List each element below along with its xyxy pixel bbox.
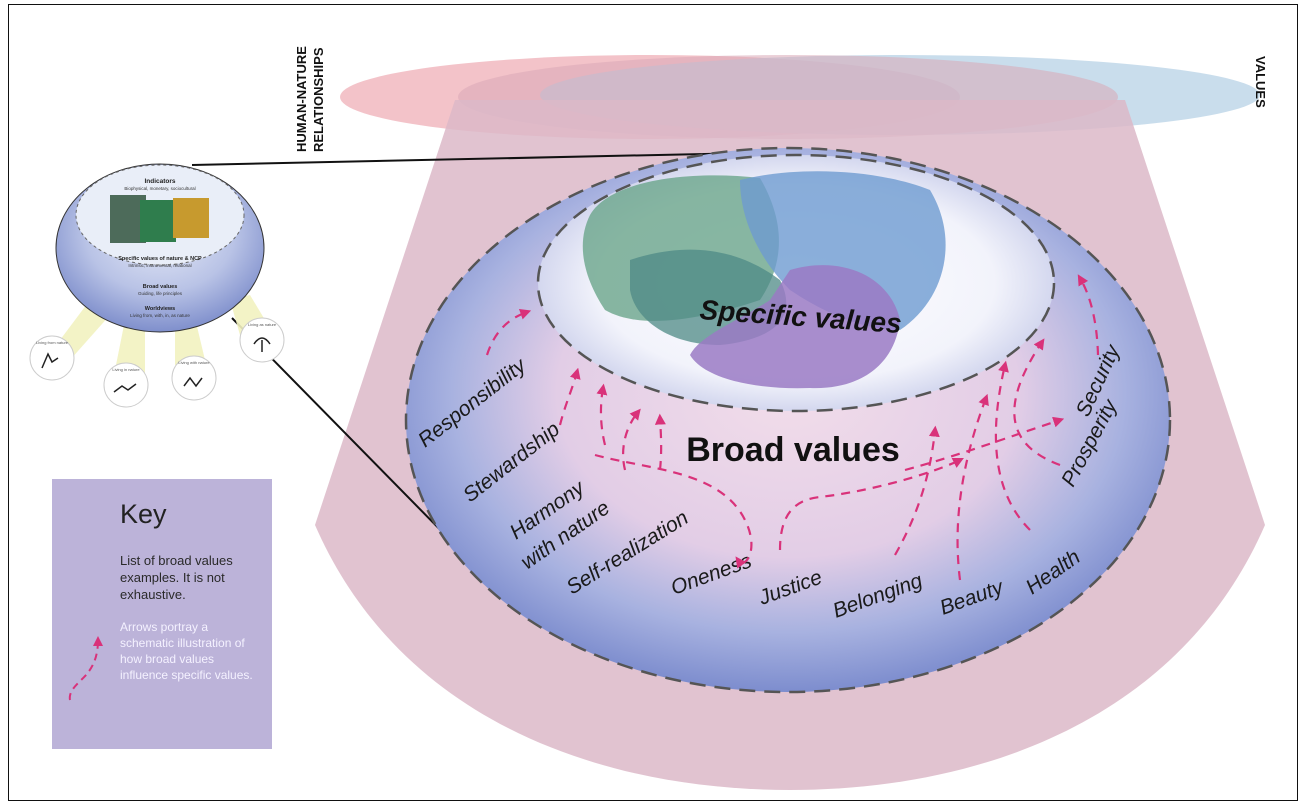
arrow-cross [904,416,1065,472]
human-nature-label-1: HUMAN-NATURE [294,46,309,152]
inset-indicators-title: Indicators [144,178,175,185]
inset-diagram: Indicators Biophysical, monetary, socioc… [29,163,285,408]
arrow-harmony-2 [621,408,641,471]
arrow-oneness [594,453,753,569]
arrow-health [994,360,1031,531]
inset-photo-map [173,198,209,238]
tree-glyph [253,337,271,352]
arrow-justice [778,458,964,551]
key-text-arrows: Arrows portray a schematic illustration … [120,620,253,682]
arrow-belonging [894,425,940,556]
inset-ray-2 [115,320,145,375]
arrow-responsibility [485,309,532,356]
values-label: VALUES [1253,56,1268,108]
key-text-values: List of broad values examples. It is not… [120,553,233,602]
animals-glyph [113,383,137,393]
inset-broad-sub: Guiding, life principles [138,291,183,296]
living-with-tag: Living with nature [178,360,210,365]
purple-blob [690,265,900,389]
arrow-stewardship [558,367,581,426]
living-as-tag: Living as nature [248,322,277,327]
inset-worldviews-sub: Living from, with, in, as nature [130,313,190,318]
living-with-icon [171,355,217,401]
arrow-harmony [596,383,608,446]
inset-specific-title: Specific values of nature & NCP [118,256,202,262]
connector-line-top [191,151,796,166]
living-from-icon [29,335,75,381]
inset-photo-forest [140,200,176,242]
human-nature-label-2: RELATIONSHIPS [311,47,326,152]
fisher-glyph [41,352,59,369]
inset-broad-title: Broad values [143,284,178,290]
living-in-tag: Living in nature [112,367,140,372]
figure-frame [8,4,1298,801]
living-from-tag: Living from nature [36,340,69,345]
broad-values-title: Broad values [686,431,900,469]
living-in-icon [103,362,149,408]
arrow-self [654,413,666,471]
inset-worldviews-title: Worldviews [145,306,175,312]
house-glyph [183,376,203,388]
influence-arrows [485,274,1100,581]
inset-specific-sub: Intrinsic, instrumental, relational [128,263,191,268]
inset-indicators-sub: Biophysical, monetary, sociocultural [124,186,195,191]
key-box: Key List of broad values examples. It is… [52,479,272,749]
key-title: Key [120,499,167,529]
